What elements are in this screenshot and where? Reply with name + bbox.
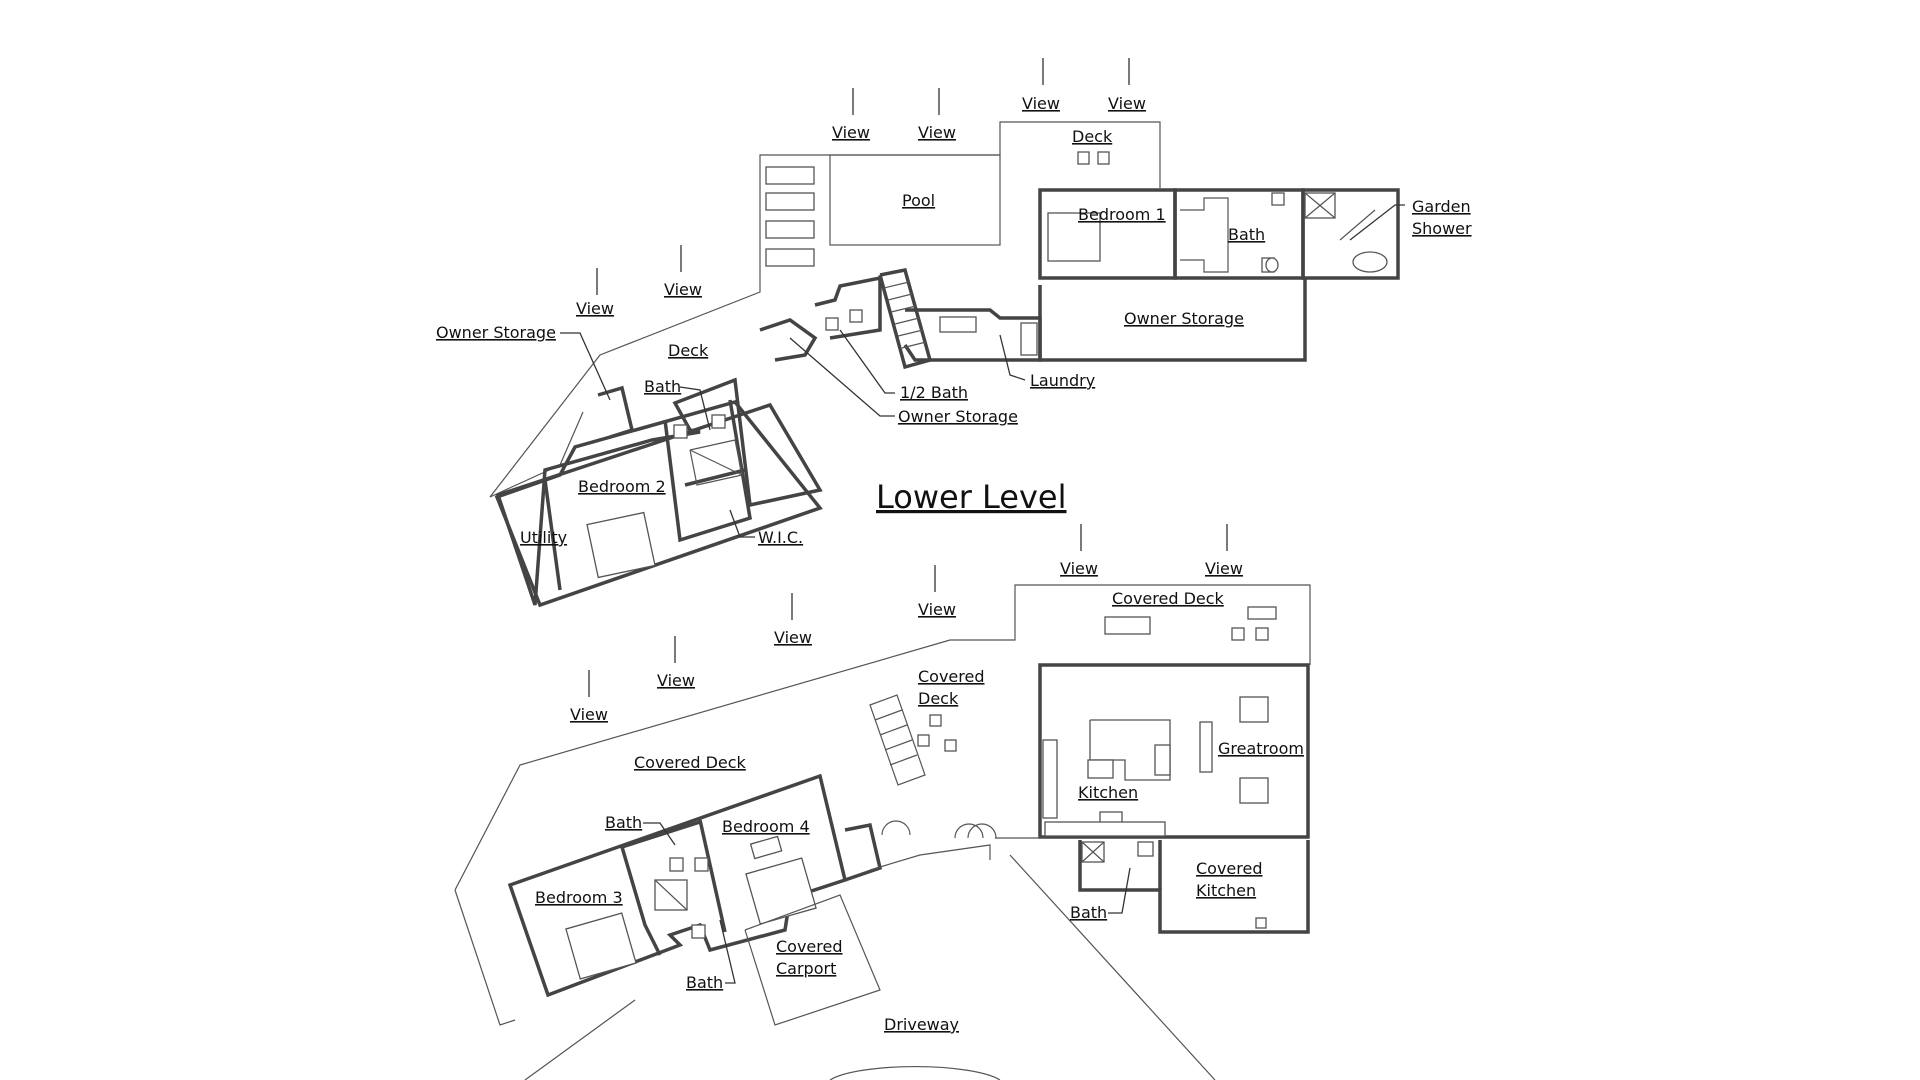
side-entry-doors xyxy=(881,820,911,836)
label-utility: Utility xyxy=(520,528,567,547)
label-bedroom-4: Bedroom 4 xyxy=(722,817,810,836)
bath-1-fixtures xyxy=(1180,192,1388,273)
label-view-11: View xyxy=(657,671,695,690)
bath-mid-walls xyxy=(698,819,727,933)
label-view-1: View xyxy=(832,123,870,142)
label-view-4: View xyxy=(1108,94,1146,113)
label-view-10: View xyxy=(774,628,812,647)
utility-wall xyxy=(543,479,562,591)
half-bath-toilet xyxy=(825,317,839,331)
half-bath-room xyxy=(814,275,882,340)
label-covered-carport-2: Carport xyxy=(776,959,836,978)
laundry-counter xyxy=(939,316,977,333)
label-view-9: View xyxy=(918,600,956,619)
garden-shower-room xyxy=(1301,188,1400,280)
driveway-edge-left xyxy=(869,844,991,871)
label-view-12: View xyxy=(570,705,608,724)
dining-table xyxy=(1104,606,1277,641)
label-view-6: View xyxy=(576,299,614,318)
covered-deck-outline xyxy=(454,584,1311,891)
bed-2 xyxy=(586,511,656,579)
label-covered-deck-mid-2: Deck xyxy=(918,689,959,708)
owner-storage-left xyxy=(597,385,635,439)
label-greatroom: Greatroom xyxy=(1218,739,1304,758)
driveway-edge-right xyxy=(1009,854,1216,1080)
label-wic: W.I.C. xyxy=(758,528,803,547)
label-covered-deck-mid-1: Covered xyxy=(918,667,985,686)
bedroom-2-bath-wall xyxy=(663,399,752,543)
bath-3-4-divider xyxy=(621,820,701,849)
greatroom-kitchen-room xyxy=(1038,663,1310,839)
bed-4-bench xyxy=(749,835,783,860)
bedroom-3-wall xyxy=(620,846,662,956)
pool xyxy=(829,154,1001,246)
bedroom-2-wing-main xyxy=(494,400,823,608)
label-kitchen: Kitchen xyxy=(1078,783,1138,802)
bath-2-fixtures xyxy=(673,414,743,486)
label-view-5: View xyxy=(664,280,702,299)
stairs-lower xyxy=(869,694,926,786)
label-bedroom-2: Bedroom 2 xyxy=(578,477,666,496)
label-covered-kitchen-2: Kitchen xyxy=(1196,881,1256,900)
label-half-bath: 1/2 Bath xyxy=(900,383,968,402)
covered-kitchen-fixtures xyxy=(1081,841,1267,929)
label-bath-3: Bath xyxy=(605,813,642,832)
driveway-turnaround xyxy=(829,1065,1001,1080)
label-view-2: View xyxy=(918,123,956,142)
label-view-7: View xyxy=(1060,559,1098,578)
label-view-8: View xyxy=(1205,559,1243,578)
bed-1 xyxy=(1047,212,1101,262)
driveway-edge-lower-left xyxy=(524,999,636,1080)
label-covered-kitchen-1: Covered xyxy=(1196,859,1263,878)
label-deck-upper: Deck xyxy=(1072,127,1113,146)
label-bath-5: Bath xyxy=(1070,903,1107,922)
entry-stub-walls xyxy=(844,822,883,882)
kitchen-fixtures xyxy=(1042,696,1269,837)
covered-kitchen-room xyxy=(1078,840,1310,934)
label-driveway: Driveway xyxy=(884,1015,959,1034)
view-arrows-lower xyxy=(588,524,1228,697)
bed-3 xyxy=(565,912,637,980)
bath-3-4-fixtures xyxy=(654,857,709,939)
label-covered-carport-1: Covered xyxy=(776,937,843,956)
bed-4 xyxy=(745,857,817,925)
label-view-3: View xyxy=(1022,94,1060,113)
label-bath-2: Bath xyxy=(644,377,681,396)
label-bath-1: Bath xyxy=(1228,225,1265,244)
laundry-machines xyxy=(1020,322,1038,356)
owner-storage-small xyxy=(759,318,818,362)
deck-chairs xyxy=(1077,151,1110,165)
label-shower: Shower xyxy=(1412,219,1472,238)
covered-deck-chairs xyxy=(917,714,957,752)
carport-outline xyxy=(744,894,881,1026)
label-garden: Garden xyxy=(1412,197,1471,216)
label-covered-deck-left: Covered Deck xyxy=(634,753,747,772)
label-laundry: Laundry xyxy=(1030,371,1095,390)
label-bedroom-1: Bedroom 1 xyxy=(1078,205,1166,224)
label-bedroom-3: Bedroom 3 xyxy=(535,888,623,907)
label-bath-4: Bath xyxy=(686,973,723,992)
stairs-upper xyxy=(878,267,933,370)
view-arrows-upper xyxy=(596,58,1130,295)
label-pool: Pool xyxy=(902,191,935,210)
label-deck-left: Deck xyxy=(668,341,709,360)
covered-deck-outline-left xyxy=(454,889,516,1026)
label-owner-storage-left: Owner Storage xyxy=(436,323,556,342)
laundry-room xyxy=(903,308,1042,362)
label-owner-storage-mid: Owner Storage xyxy=(898,407,1018,426)
entry-doors xyxy=(954,823,997,839)
pool-loungers xyxy=(765,166,815,267)
label-covered-deck-top: Covered Deck xyxy=(1112,589,1225,608)
lower-level-title: Lower Level xyxy=(876,478,1067,516)
half-bath-sink xyxy=(849,309,863,323)
wic-wall xyxy=(684,468,746,487)
label-owner-storage-right: Owner Storage xyxy=(1124,309,1244,328)
leader-lines-upper xyxy=(560,204,1405,538)
leader-lines-lower xyxy=(643,822,1131,984)
